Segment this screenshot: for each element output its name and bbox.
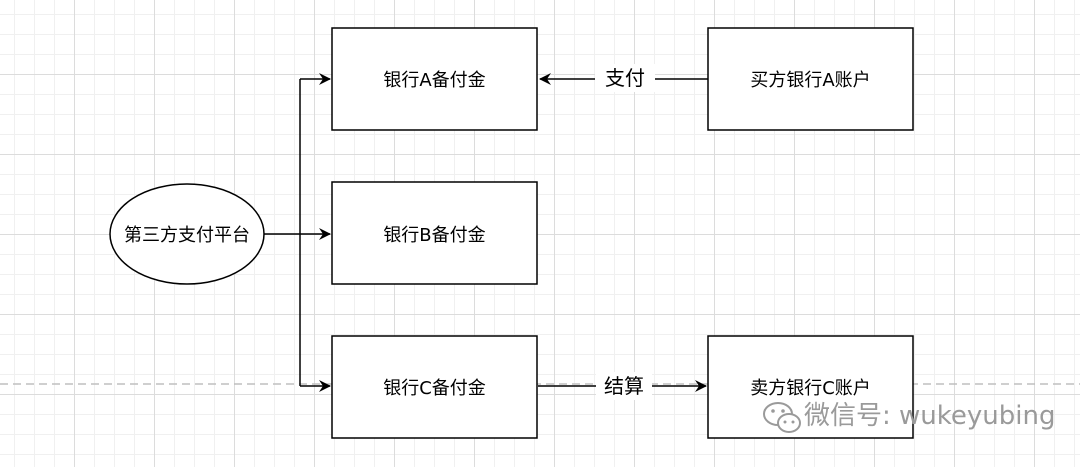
platform-node[interactable]: 第三方支付平台 bbox=[109, 183, 265, 285]
payment-label: 支付 bbox=[605, 66, 645, 90]
payment-edge: 支付 bbox=[539, 64, 708, 92]
bank-b-reserve-box bbox=[331, 181, 538, 285]
seller-account-label: 卖方银行C账户 bbox=[750, 378, 871, 399]
watermark: 微信号: wukeyubing bbox=[763, 401, 1055, 433]
bank-c-reserve-box bbox=[331, 335, 538, 439]
bank-a-reserve-label: 银行A备付金 bbox=[383, 70, 485, 91]
bank-a-reserve-node[interactable]: 银行A备付金 bbox=[331, 27, 538, 131]
bank-c-reserve-label: 银行C备付金 bbox=[383, 378, 486, 399]
wechat-icon bbox=[763, 402, 801, 433]
bank-c-reserve-node[interactable]: 银行C备付金 bbox=[331, 335, 538, 439]
settlement-edge: 结算 bbox=[538, 372, 707, 400]
watermark-text: 微信号: wukeyubing bbox=[804, 401, 1055, 431]
bank-a-reserve-box bbox=[331, 27, 538, 131]
settlement-label: 结算 bbox=[604, 374, 644, 398]
bank-b-reserve-label: 银行B备付金 bbox=[383, 225, 485, 246]
buyer-account-box bbox=[707, 27, 914, 131]
bank-b-reserve-node[interactable]: 银行B备付金 bbox=[331, 181, 538, 285]
buyer-account-node[interactable]: 买方银行A账户 bbox=[707, 27, 914, 131]
seller-account-box bbox=[707, 335, 914, 439]
platform-label: 第三方支付平台 bbox=[124, 225, 250, 246]
platform-shape bbox=[109, 183, 265, 285]
platform-connectors bbox=[264, 73, 331, 392]
buyer-account-label: 买方银行A账户 bbox=[750, 70, 870, 91]
seller-account-node[interactable]: 卖方银行C账户 bbox=[707, 335, 914, 439]
